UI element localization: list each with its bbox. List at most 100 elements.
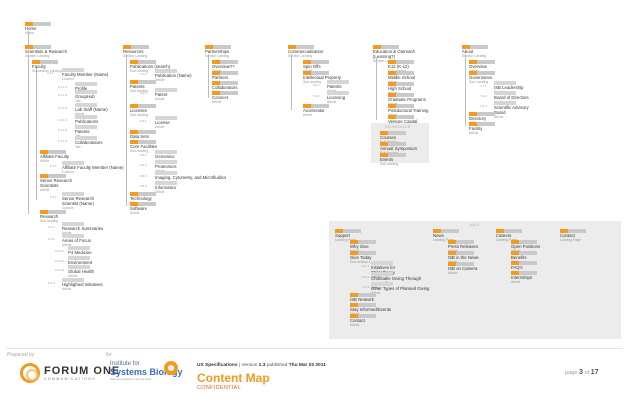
page-label: page	[565, 370, 578, 376]
node-careers[interactable]: Careers Landing Page	[496, 229, 522, 242]
node-number: A.1.2	[362, 275, 370, 279]
node-internships[interactable]: Internships Article	[511, 271, 537, 284]
node-title: Graduate Programs	[388, 97, 426, 102]
node-number: 2.4.2.1	[55, 249, 65, 253]
node-planned-giving[interactable]: Other Types of Planned Giving Article	[371, 282, 429, 295]
node-scientists-research[interactable]: Scientists & Research Section Landing	[25, 45, 67, 58]
node-patent[interactable]: Patent Article	[155, 88, 177, 101]
node-title: Contact	[560, 233, 575, 238]
node-isb-on-camera[interactable]: ISB on Camera Article	[448, 262, 477, 275]
node-collaborations[interactable]: Collaborations Tab	[75, 136, 102, 149]
node-lab-staff[interactable]: Lab Staff (Name) Article	[75, 103, 108, 116]
node-informatics[interactable]: Informatics Article	[155, 181, 177, 194]
node-commercialization[interactable]: Commercialization Section Landing	[288, 45, 323, 58]
node-title: Commercialization	[288, 49, 324, 54]
node-type: Article	[40, 188, 50, 192]
node-title: Highlighted Initiatives	[62, 282, 103, 287]
node-type: Section Landing	[123, 54, 148, 58]
node-education-outreach[interactable]: Education & Outreach (Learning?) Section…	[373, 45, 425, 63]
node-patents[interactable]: Patents Sub-landing	[130, 80, 156, 93]
node-title: ISB Network	[350, 297, 374, 302]
node-resources[interactable]: Resources Section Landing	[123, 45, 149, 58]
node-licensing[interactable]: Licensing Article	[327, 91, 349, 104]
node-number: 3.2.1	[140, 91, 147, 95]
connector	[126, 54, 127, 206]
node-title: ISB in the News	[448, 255, 479, 260]
node-title: Software	[130, 206, 147, 211]
node-title: Why Give	[350, 244, 369, 249]
node-support[interactable]: Support Landing Page	[335, 229, 361, 242]
node-number: 2.1.1	[47, 71, 54, 75]
schedule-label: SCHEDULE	[385, 124, 411, 129]
node-areas-of-focus[interactable]: Areas of Focus Article	[62, 234, 91, 247]
node-licenses[interactable]: Licenses Sub-landing	[130, 104, 156, 117]
node-senior-member[interactable]: Senior Research Scientist (Name) Custom	[62, 192, 108, 210]
node-title: Press Releases	[448, 244, 479, 249]
node-type: Sub-section Landing	[350, 260, 381, 264]
node-partnerships[interactable]: Partnerships Section Landing	[205, 45, 231, 58]
node-facility[interactable]: Facility Article	[469, 122, 495, 135]
node-home[interactable]: Home Home	[25, 22, 51, 35]
node-faculty-member[interactable]: Faculty Member (Name) Custom	[62, 68, 108, 81]
node-faculty[interactable]: Faculty Subsection Landing	[32, 60, 62, 73]
connector	[28, 54, 29, 214]
logo-line-1: Institute for	[110, 361, 140, 367]
node-title: Lab Staff (Name)	[75, 107, 108, 112]
node-title: Global Health	[68, 269, 95, 274]
node-grouphub[interactable]: GroupHub Tab	[75, 90, 97, 103]
node-title: Facility	[469, 126, 483, 131]
node-contact[interactable]: Contact Landing Page	[560, 229, 586, 242]
node-governance[interactable]: Governance Sub-Landing	[469, 71, 495, 84]
node-title: GroupHub	[75, 94, 95, 99]
node-events[interactable]: Events Sub-landing	[380, 153, 406, 166]
node-advisory-board[interactable]: Scientific Advisory Board Article	[494, 101, 534, 119]
page-indicator: page 3 of 17	[565, 369, 599, 376]
node-publications-search[interactable]: Publications (search) Sub-landing	[130, 60, 170, 73]
node-title: Profile	[75, 86, 88, 91]
node-type: Sub-landing	[303, 80, 322, 84]
node-news[interactable]: News Landing Page	[433, 229, 459, 242]
node-title: Patent	[155, 92, 168, 97]
node-research[interactable]: Research Sub-landing	[40, 210, 66, 223]
node-highlighted-initiatives[interactable]: Highlighted Initiatives Article	[62, 278, 103, 291]
node-give-today[interactable]: Give Today Sub-section Landing	[350, 251, 381, 264]
node-type: Landing Page	[335, 238, 356, 242]
node-global-health[interactable]: Global Health Article	[68, 265, 94, 278]
node-publication-name[interactable]: Publication (Name) Article	[155, 69, 192, 82]
node-title: Data Sets	[130, 134, 149, 139]
node-type: Article	[155, 125, 165, 129]
node-number: 3.3.1	[140, 119, 147, 123]
node-title: Support	[335, 233, 351, 238]
node-connect[interactable]: Connect Article	[212, 91, 238, 104]
node-aux-contact[interactable]: Contact Article	[350, 314, 376, 327]
node-senior-research[interactable]: Senior Research Scientists Article	[40, 174, 78, 192]
node-intellectual-property[interactable]: Intellectual Property Sub-landing	[303, 71, 341, 84]
node-title: ISB Leadership	[494, 85, 524, 90]
node-title: Faculty	[32, 64, 46, 69]
node-title: Publications (search)	[130, 64, 171, 69]
node-type: Article	[155, 190, 165, 194]
node-number: 2.1.1.4	[58, 118, 68, 122]
node-title: Areas of Focus	[62, 238, 91, 243]
node-research-summaries[interactable]: Research Summaries Article	[62, 222, 103, 235]
node-affiliate-member[interactable]: Affiliate Faculty Member (Name) Custom	[62, 161, 124, 174]
node-type: Article	[68, 274, 78, 278]
node-about[interactable]: About Section Landing	[462, 45, 488, 58]
node-title: P4 Medicine	[68, 250, 92, 255]
node-title: Intellectual Property	[303, 75, 341, 80]
node-number: A.1.3	[362, 285, 370, 289]
node-title: Careers	[496, 233, 512, 238]
node-software[interactable]: Software Article	[130, 202, 156, 215]
node-type: Sub-landing	[130, 113, 149, 117]
node-core-facilities[interactable]: Core Facilities Sub-landing	[130, 140, 157, 153]
node-number: 3.5.1	[140, 153, 147, 157]
node-affiliate-faculty[interactable]: Affiliate Faculty Article	[40, 150, 69, 163]
node-license[interactable]: License Article	[155, 116, 177, 129]
node-type: Custom	[62, 206, 74, 210]
node-number: 2.2.1	[50, 164, 57, 168]
node-accelerator[interactable]: Accelerator Article	[303, 104, 329, 117]
node-type: Article	[62, 243, 72, 247]
page-title: Content Map	[197, 371, 270, 385]
node-title: Scientists & Research	[25, 49, 68, 54]
spec-name: UX Specifications	[197, 363, 238, 368]
